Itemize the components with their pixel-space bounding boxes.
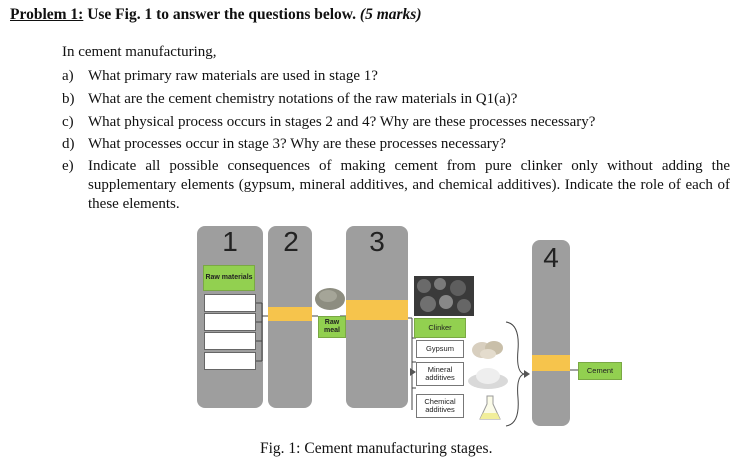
cement-label: Cement	[578, 362, 622, 380]
raw-meal-label: Raw meal	[318, 316, 346, 338]
question-text: What are the cement chemistry notations …	[88, 91, 518, 107]
gypsum-image	[472, 341, 503, 359]
question-letter: d)	[62, 136, 75, 152]
question-letter: c)	[62, 114, 74, 130]
question-text: What primary raw materials are used in s…	[88, 68, 378, 84]
stage-number-3: 3	[369, 226, 385, 257]
problem-label: Problem 1:	[10, 6, 84, 23]
raw-material-box	[204, 294, 256, 312]
stage-4-column	[532, 240, 570, 426]
raw-material-box	[204, 332, 256, 350]
question-letter: b)	[62, 91, 75, 107]
raw-materials-label: Raw materials	[203, 265, 255, 291]
stage-2-orange-bar	[268, 307, 312, 321]
clinker-label: Clinker	[414, 318, 466, 338]
question-text: What physical process occurs in stages 2…	[88, 114, 596, 130]
problem-title: Use Fig. 1 to answer the questions below…	[83, 6, 357, 23]
question-text: Indicate all possible consequences of ma…	[88, 158, 730, 212]
question-letter: e)	[62, 158, 74, 174]
clinker-image	[414, 276, 474, 316]
problem-marks: (5 marks)	[359, 6, 422, 23]
raw-meal-powder-icon	[315, 288, 345, 310]
chemical-flask-icon	[479, 395, 501, 420]
stage-4-orange-bar	[532, 355, 570, 371]
raw-material-box	[204, 352, 256, 370]
figure-caption: Fig. 1: Cement manufacturing stages.	[260, 440, 493, 457]
mineral-additives-label: Mineral additives	[416, 362, 464, 386]
question-text: What processes occur in stage 3? Why are…	[88, 136, 506, 152]
stage-number-1: 1	[222, 226, 238, 257]
question-letter: a)	[62, 68, 74, 84]
mineral-additive-powder-icon	[468, 368, 508, 389]
intro-text: In cement manufacturing,	[62, 44, 217, 60]
stage-3-orange-bar	[346, 300, 408, 320]
chemical-additives-label: Chemical additives	[416, 394, 464, 418]
gypsum-label: Gypsum	[416, 340, 464, 358]
raw-material-box	[204, 313, 256, 331]
stage-number-2: 2	[283, 226, 299, 257]
stage-number-4: 4	[543, 242, 559, 273]
problem-heading: Problem 1: Use Fig. 1 to answer the ques…	[10, 6, 421, 24]
